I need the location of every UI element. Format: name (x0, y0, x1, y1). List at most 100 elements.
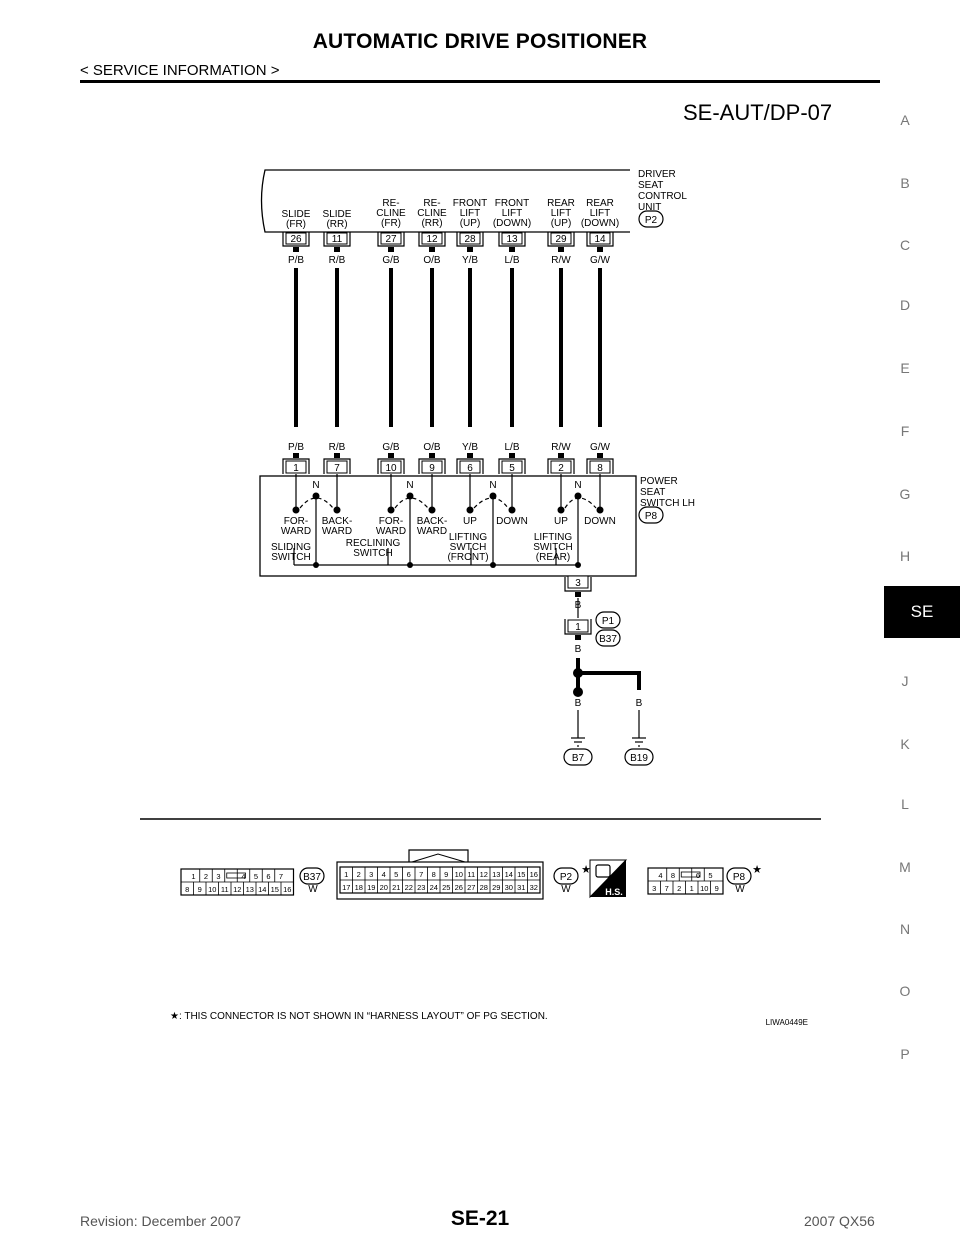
switch-group-label: SWITCH (353, 548, 392, 559)
control-unit-terminal-label: LIFT (551, 208, 572, 219)
control-unit-pin-stub (388, 247, 394, 252)
connector-latch (680, 871, 701, 878)
connector-pin-number: 2 (357, 870, 361, 879)
control-unit-terminal-label: (FR) (286, 219, 306, 230)
wire-color-label-bottom: Y/B (462, 442, 478, 453)
connector-p8-star: ★ (752, 864, 762, 876)
switch-actuator-arc (299, 497, 334, 509)
junction-connector-badge-b37-label: B37 (599, 634, 617, 645)
section-tab-d[interactable]: D (899, 297, 911, 313)
neutral-label: N (406, 480, 413, 491)
section-tab-p[interactable]: P (900, 1046, 910, 1062)
control-unit-name: SEAT (638, 180, 663, 191)
section-tab-o[interactable]: O (899, 983, 911, 999)
power-seat-switch-box (259, 475, 637, 577)
bus-junction (407, 562, 413, 568)
control-unit-pin-bracket (547, 232, 575, 247)
connector-pin-number: 5 (254, 872, 258, 881)
switch-pin-stub (388, 453, 394, 458)
connector-pin-number: 9 (715, 884, 719, 893)
switch-contact (333, 506, 341, 514)
splice-point (573, 687, 583, 697)
section-tab-k[interactable]: K (900, 736, 910, 752)
control-unit-name: DRIVER (638, 169, 676, 180)
switch-pin-bracket (586, 458, 614, 474)
control-unit-terminal-label: RE- (423, 198, 440, 209)
switch-contact-label: UP (463, 516, 477, 527)
connector-pin-number: 4 (241, 872, 245, 881)
switch-contact-label: UP (554, 516, 568, 527)
junction-connector-badge-p1-label: P1 (602, 616, 615, 627)
control-unit-terminal-label: REAR (547, 198, 575, 209)
section-tab-h[interactable]: H (899, 548, 911, 564)
control-unit-connector-badge (638, 210, 664, 228)
control-unit-terminal-label: LIFT (460, 208, 481, 219)
switch-pin-number: 2 (558, 463, 564, 474)
connector-pin-number: 2 (677, 884, 681, 893)
control-unit-pin (285, 232, 307, 245)
section-tab-n[interactable]: N (899, 921, 911, 937)
ground-wire-color-label: B (636, 698, 643, 709)
neutral-label: N (312, 480, 319, 491)
connector-pin-number: 6 (696, 871, 700, 880)
section-tab-f[interactable]: F (900, 423, 910, 439)
section-tab-se[interactable]: SE (884, 586, 960, 638)
switch-pin-bracket (498, 458, 526, 474)
wire-color-label-bottom: G/W (590, 442, 611, 453)
neutral-label: N (489, 480, 496, 491)
wire-color-label-bottom: P/B (288, 442, 304, 453)
switch-pin (501, 460, 523, 474)
control-unit-pin-stub (558, 247, 564, 252)
connector-pin-number: 16 (530, 870, 538, 879)
switch-pin-stub (509, 453, 515, 458)
model-text: 2007 QX56 (804, 1213, 875, 1229)
switch-pin-stub (334, 453, 340, 458)
switch-group-label: SWTCH (450, 542, 487, 553)
control-unit-name: UNIT (638, 202, 661, 213)
connector-footnote: ★: THIS CONNECTOR IS NOT SHOWN IN “HARNE… (170, 1011, 548, 1022)
section-tab-e[interactable]: E (900, 360, 910, 376)
connector-pin-number: 12 (233, 885, 241, 894)
connector-pin-number: 24 (430, 883, 438, 892)
switch-contact (557, 506, 565, 514)
switch-pin-number: 6 (467, 463, 473, 474)
connector-b37-badge-label: B37 (303, 872, 321, 883)
control-unit-terminal-label: (RR) (421, 218, 442, 229)
control-unit-pin-number: 26 (290, 234, 302, 245)
switch-pin-bracket (282, 458, 310, 474)
diagram-code: SE-AUT/DP-07 (683, 100, 833, 125)
switch-pin-number: 7 (334, 463, 340, 474)
control-unit-pin (501, 232, 523, 245)
control-unit-pin-bracket (377, 232, 405, 247)
junction-connector-badge-p1 (595, 611, 621, 629)
switch-pin-number: 8 (597, 463, 603, 474)
control-unit-outline (260, 169, 630, 233)
header-rule (80, 80, 880, 83)
connector-pin-number: 13 (246, 885, 254, 894)
switch-contact (466, 506, 474, 514)
control-unit-pin-number: 12 (426, 234, 438, 245)
control-unit-pin-number: 11 (332, 234, 343, 245)
switch-contact-label: FOR- (284, 516, 308, 527)
connector-pin-number: 20 (380, 883, 388, 892)
connector-pin-number: 4 (382, 870, 386, 879)
control-unit-terminal-label: (UP) (551, 218, 572, 229)
section-tab-l[interactable]: L (901, 796, 909, 812)
control-unit-pin-bracket (456, 232, 484, 247)
switch-ground-pin-stub (575, 592, 581, 597)
section-tab-m[interactable]: M (899, 859, 911, 875)
section-tab-b[interactable]: B (900, 175, 910, 191)
section-tab-c[interactable]: C (899, 237, 911, 253)
revision-text: Revision: December 2007 (80, 1213, 242, 1229)
section-tab-j[interactable]: J (901, 673, 909, 689)
control-unit-pin-number: 13 (506, 234, 518, 245)
wire-color-label-top: G/W (590, 255, 611, 266)
connector-b37-color: W (308, 884, 318, 895)
control-unit-pin-stub (509, 247, 515, 252)
connector-p8-badge (726, 867, 752, 885)
wire-color-label-bottom: R/W (551, 442, 571, 453)
connector-pin-number: 27 (467, 883, 475, 892)
section-tab-g[interactable]: G (899, 486, 911, 502)
switch-pin-bracket (456, 458, 484, 474)
section-tab-a[interactable]: A (900, 112, 910, 128)
